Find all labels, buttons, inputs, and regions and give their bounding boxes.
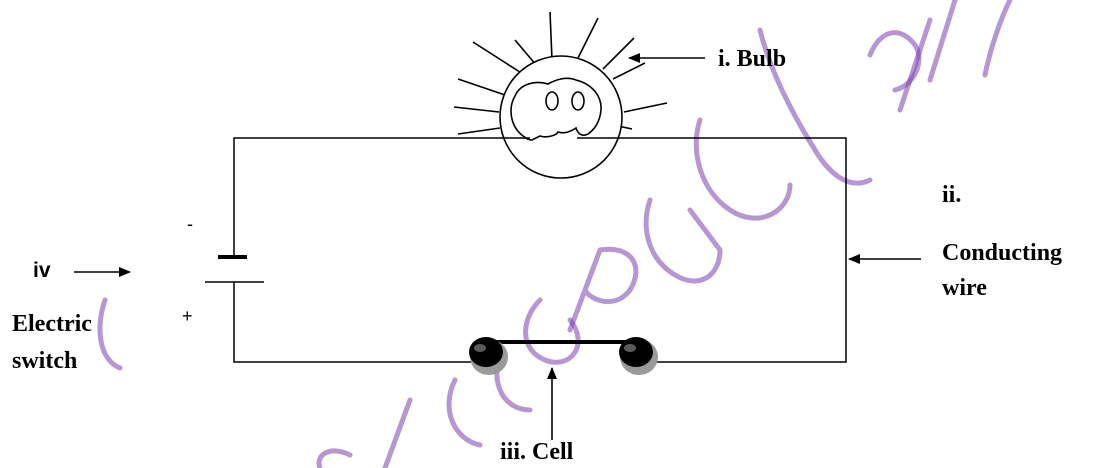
- watermark-stroke-4: [567, 246, 639, 333]
- wire-top-right: [577, 137, 847, 363]
- bulb-glass: [499, 55, 623, 179]
- watermark-stroke-1: [757, 27, 873, 186]
- wire-top-left: [233, 137, 530, 255]
- label-switch-line2: switch: [12, 348, 78, 374]
- bulb-filament: [510, 77, 602, 141]
- watermark-stroke-2: [693, 117, 793, 221]
- watermark-stroke-10: [897, 17, 933, 113]
- watermark-stroke-7: [446, 377, 483, 448]
- label-bulb: i. Bulb: [718, 46, 787, 72]
- watermark-stroke-14: [97, 297, 123, 371]
- watermark-stroke-11: [927, 0, 958, 83]
- bulb-ray: [612, 62, 646, 80]
- watermark-stroke-3: [643, 197, 723, 284]
- bulb-ray: [457, 127, 501, 135]
- watermark: [97, 0, 1013, 468]
- terminal-positive-sign: +: [182, 306, 193, 326]
- switch-terminal-right-highlight: [624, 344, 636, 352]
- watermark-stroke-8: [382, 397, 413, 468]
- bulb-ray: [602, 37, 635, 70]
- switch-terminal-left-highlight: [474, 344, 486, 352]
- cell-symbol: [205, 255, 264, 283]
- label-switch-number: iv: [33, 259, 51, 282]
- bulb-ray: [623, 102, 668, 113]
- switch-terminal-right: [619, 337, 653, 367]
- bulb-filament-loop-left: [545, 91, 559, 111]
- label-wire-line1: Conducting: [942, 240, 1063, 266]
- switch-terminal-left: [469, 337, 503, 367]
- bulb-ray: [472, 41, 524, 75]
- watermark-stroke-13: [316, 448, 353, 468]
- bulb-rays: [453, 11, 668, 135]
- watermark-stroke-12: [982, 0, 1013, 78]
- label-switch-line1: Electric: [12, 311, 92, 337]
- pointer-arrows: [74, 53, 921, 440]
- bulb-filament-loop-right: [571, 91, 585, 111]
- bulb-ray: [549, 11, 553, 61]
- label-wire-line2: wire: [942, 275, 987, 301]
- label-cell: iii. Cell: [500, 439, 574, 465]
- bulb: [499, 55, 623, 179]
- label-wire-number: ii.: [942, 182, 962, 208]
- bulb-ray: [453, 106, 500, 113]
- wire-bottom-left: [233, 282, 478, 363]
- bulb-ray: [577, 17, 599, 59]
- bulb-ray: [457, 78, 509, 97]
- circuit-wires: [233, 137, 847, 363]
- terminal-negative-sign: -: [187, 214, 193, 234]
- bulb-ray: [514, 39, 538, 67]
- switch-symbol: [469, 337, 658, 375]
